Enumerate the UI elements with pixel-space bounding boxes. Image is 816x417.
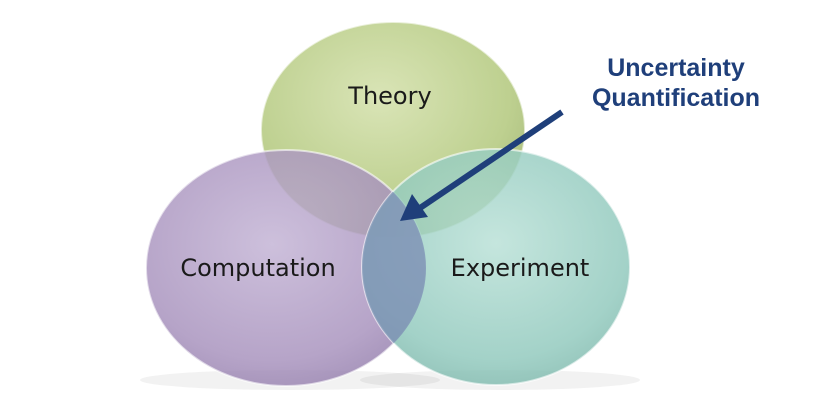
theory-label: Theory (347, 82, 431, 110)
callout-line-1: Uncertainty (607, 54, 745, 82)
callout-line-2: Quantification (592, 84, 760, 112)
computation-label: Computation (180, 254, 335, 282)
callout-arrow (400, 109, 564, 221)
experiment-label: Experiment (451, 254, 590, 282)
